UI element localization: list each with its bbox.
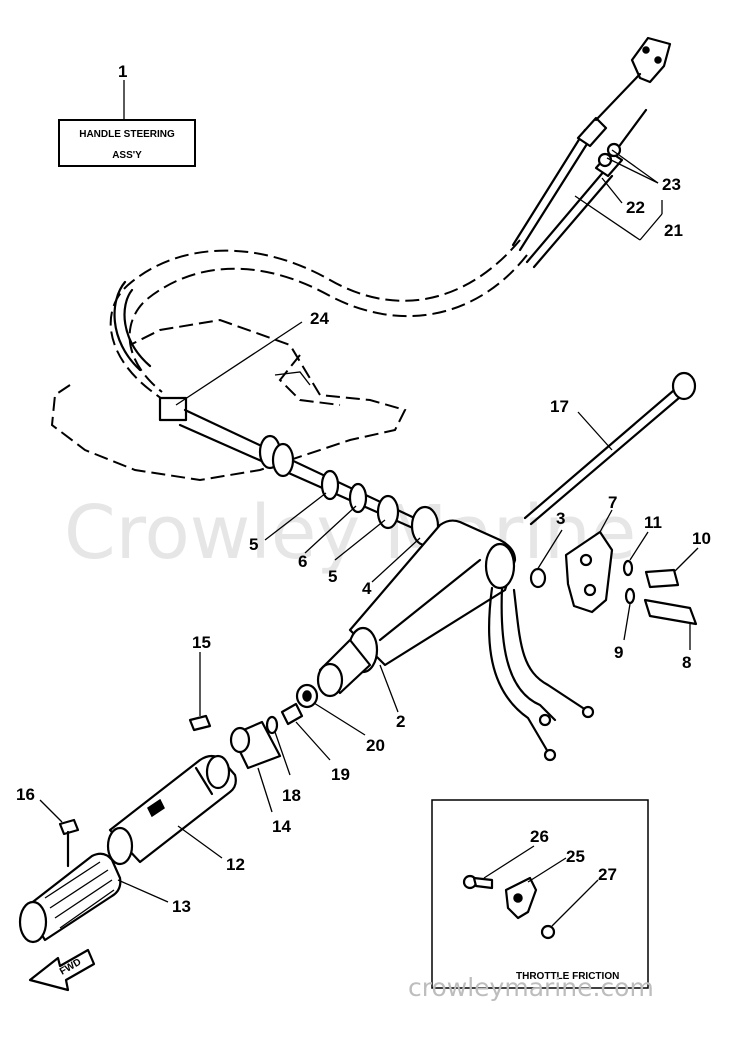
callout-4: 4 [362, 579, 372, 598]
callout-5a: 5 [249, 535, 258, 554]
callout-group-21-23: 23 22 21 [574, 149, 683, 241]
callout-22: 22 [626, 198, 645, 217]
callout-11: 11 [644, 513, 662, 532]
engine-outline [50, 318, 407, 482]
callout-8: 8 [682, 653, 691, 672]
callout-14: 14 [272, 817, 291, 836]
callout-18: 18 [282, 786, 301, 805]
callout-19: 19 [331, 765, 350, 784]
footer-url: crowleymarine.com [408, 973, 654, 1002]
inset-throttle-friction: 26 25 27 THROTTLE FRICTION [431, 799, 649, 989]
callout-27: 27 [598, 865, 617, 884]
callout-2: 2 [396, 712, 405, 731]
throttle-cables [109, 128, 614, 406]
callout-15: 15 [192, 633, 211, 652]
assembly-title: HANDLE STEERING [79, 129, 175, 140]
throttle-small-parts: 15 14 18 19 20 [188, 633, 385, 836]
assembly-subtitle: ASS'Y [112, 150, 142, 161]
throttle-grip: 13 16 [16, 785, 191, 944]
cable-clamp: 24 [158, 309, 329, 422]
pivot-shaft [178, 408, 442, 542]
callout-9: 9 [614, 643, 623, 662]
throttle-tube: 12 [106, 754, 245, 874]
callout-13: 13 [172, 897, 191, 916]
callout-16: 16 [16, 785, 35, 804]
callout-5b: 5 [328, 567, 337, 586]
callout-24: 24 [310, 309, 329, 328]
callout-26: 26 [530, 827, 549, 846]
callout-3: 3 [556, 509, 565, 528]
callout-10: 10 [692, 529, 711, 548]
switch-leads [487, 586, 595, 762]
forward-arrow: FWD [28, 948, 96, 992]
callout-17: 17 [550, 397, 569, 416]
callout-25: 25 [566, 847, 585, 866]
callout-12: 12 [226, 855, 245, 874]
cable-ends [576, 36, 672, 178]
steering-handle: 2 [316, 519, 517, 731]
callout-20: 20 [366, 736, 385, 755]
friction-bracket: 3 7 11 10 9 8 [529, 493, 711, 672]
rod-17: 17 [523, 371, 697, 526]
callout-21: 21 [664, 221, 683, 240]
callout-7: 7 [608, 493, 617, 512]
assembly-number: 1 [118, 62, 127, 81]
inset-caption: THROTTLE FRICTION [516, 971, 619, 982]
callout-6: 6 [298, 552, 307, 571]
callout-23: 23 [662, 175, 681, 194]
assembly-label: 1 HANDLE STEERING ASS'Y [58, 62, 196, 167]
